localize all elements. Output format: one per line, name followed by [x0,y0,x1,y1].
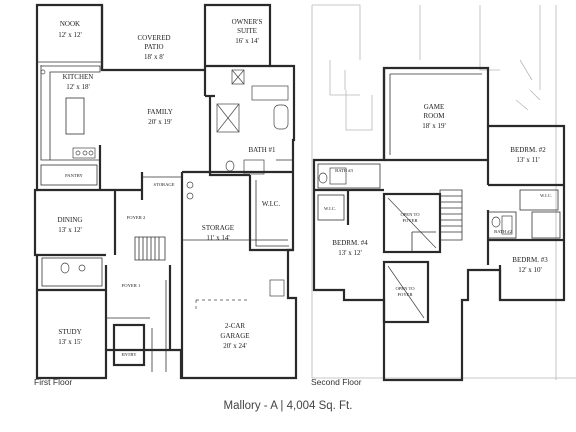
bath2-label: BATH #2 [494,229,512,234]
owners-suite-size: 16' x 14' [235,37,259,45]
nook-size: 12' x 12' [58,31,82,39]
patio-label-2: PATIO [144,43,163,51]
garage-label-2: GARAGE [220,332,249,340]
dining-size: 13' x 12' [58,226,82,234]
storage-size: 11' x 14' [206,234,229,242]
game-room-label: GAME [424,103,445,111]
wic-left-label: W.I.C. [324,206,336,211]
kitchen-size: 12' x 18' [66,83,90,91]
second-floor-plan [311,4,576,382]
dining-label: DINING [58,216,83,224]
first-floor-label: First Floor [34,377,72,387]
family-size: 20' x 19' [148,118,172,126]
entry-label: ENTRY [121,352,137,357]
wic1-label: W.I.C. [262,200,280,208]
family-label: FAMILY [147,108,173,116]
first-floor-plan [33,3,298,380]
owners-suite-label: OWNER'S [232,18,263,26]
bedrm3-label: BEDRM. #3 [512,256,548,264]
foyer1-label: FOYER 1 [122,283,141,288]
open-foyer-label-2: FOYER [402,218,418,223]
bedrm3-size: 12' x 10' [518,266,542,274]
bedrm4-size: 13' x 12' [338,249,362,257]
storage-small-label: STORAGE [153,182,174,187]
study-size: 13' x 15' [58,338,82,346]
plan-caption: Mallory - A | 4,004 Sq. Ft. [223,400,353,412]
study-label: STUDY [58,328,81,336]
bath1-label: BATH #1 [248,146,276,154]
open-foyer2-label-2: FOYER [397,292,413,297]
nook-label: NOOK [60,20,80,28]
second-floor-label: Second Floor [311,377,362,387]
garage-label: 2-CAR [225,322,246,330]
patio-size: 18' x 8' [144,53,164,61]
game-room-size: 18' x 19' [422,122,446,130]
bedrm2-label: BEDRM. #2 [510,146,546,154]
patio-label: COVERED [137,34,170,42]
kitchen-label: KITCHEN [63,73,94,81]
owners-suite-label-2: SUITE [237,27,257,35]
bedrm4-label: BEDRM. #4 [332,239,368,247]
pantry-label: PANTRY [65,173,83,178]
open-foyer-label: OPEN TO [400,212,420,217]
garage-size: 20' x 24' [223,342,247,350]
wic-right-label: W.I.C. [540,193,552,198]
open-foyer2-label: OPEN TO [395,286,415,291]
foyer2-label: FOYER 2 [127,215,146,220]
game-room-label-2: ROOM [423,112,445,120]
bedrm2-size: 13' x 11' [516,156,539,164]
bath3-label: BATH #3 [335,168,353,173]
storage-label: STORAGE [202,224,234,232]
